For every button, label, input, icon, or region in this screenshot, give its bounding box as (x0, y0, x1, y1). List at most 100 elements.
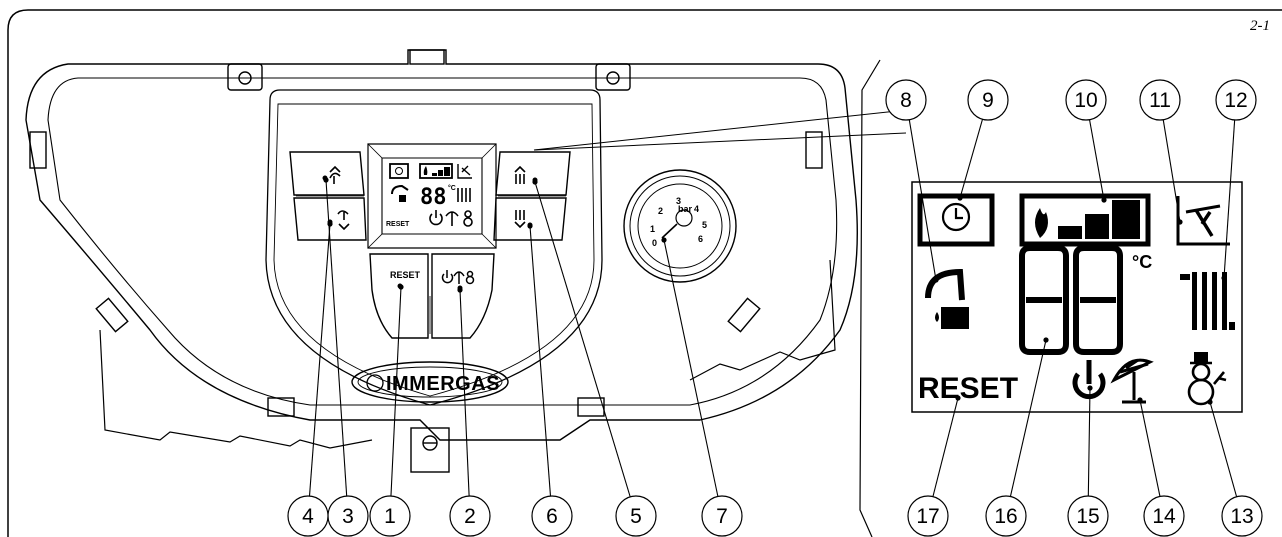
callout-leader-11 (1162, 119, 1181, 223)
flame-power-icon (1019, 193, 1151, 247)
gauge-tick-4: 4 (694, 204, 699, 214)
callout-number-11: 11 (1149, 89, 1171, 112)
digit-1 (1073, 245, 1123, 355)
callout-number-1: 1 (384, 505, 396, 528)
side-clip-left (29, 131, 47, 169)
power-bar-2 (1085, 214, 1109, 239)
callout-circle-4 (287, 495, 329, 537)
mini-flame-bars-icon (419, 163, 453, 179)
callout-leader-9 (959, 119, 984, 199)
reset-button-outline (369, 253, 429, 339)
callout-number-17: 17 (916, 505, 939, 528)
power-bar-3 (1112, 200, 1140, 239)
mini-reset-label: RESET (386, 221, 410, 228)
faceplate-inner (273, 103, 595, 397)
faceplate (265, 89, 603, 406)
gauge-tick-0: 0 (652, 238, 657, 248)
callout-dot-17 (955, 395, 961, 401)
heating-down-icon (514, 210, 526, 229)
top-clip-left (227, 63, 263, 91)
casing-ragged-edge-right (689, 259, 836, 381)
top-tab (409, 49, 445, 65)
mode-button-outline (431, 253, 495, 339)
callout-circle-8 (885, 79, 927, 121)
dhw-tap-icon (925, 268, 969, 329)
brand-badge (351, 361, 509, 403)
mini-temp-digits: 88 (420, 185, 447, 210)
callout-dot-14 (1137, 397, 1143, 403)
callout-number-15: 15 (1076, 505, 1099, 528)
dhw-down-button-outline (293, 197, 367, 241)
callout-number-10: 10 (1074, 89, 1097, 112)
bottom-clip-right (577, 397, 605, 417)
callout-leader-14 (1139, 399, 1161, 497)
callout-leader-4 (308, 223, 331, 497)
flame-icon (1035, 208, 1048, 238)
callout-dot-3 (323, 177, 329, 183)
reset-button-label: RESET (390, 270, 421, 280)
temperature-unit: °C (1132, 252, 1152, 272)
dhw-up-icon (329, 165, 341, 184)
panel-inner-rim (47, 77, 838, 406)
top-clip-left-hole (238, 71, 252, 85)
heating-down-button-outline (493, 197, 567, 241)
gauge-unit-label: bar (678, 204, 693, 214)
callout-leader-15 (1087, 387, 1091, 497)
outer-frame (7, 9, 1282, 537)
brand-name: IMMERGAS (386, 373, 500, 395)
display-detail: °C RESET (533, 59, 1243, 537)
callout-dot-10 (1101, 197, 1107, 203)
mini-temp-unit: °C (448, 184, 456, 192)
callout-dot-4 (327, 221, 333, 227)
mode-button-icons (441, 270, 475, 285)
bottom-clip-left (267, 397, 295, 417)
brand-logo-circle (366, 374, 384, 392)
callout-circle-17 (907, 495, 949, 537)
callout-dot-7 (661, 237, 667, 243)
callout-leader-1 (390, 286, 402, 497)
figure-number: 2-1 (1250, 18, 1270, 34)
mini-outdoor-probe-icon (457, 164, 472, 179)
zoom-line-top (533, 109, 907, 151)
casing-ragged-edge (99, 329, 373, 449)
callout-leader-7 (663, 239, 719, 497)
pressure-gauge-face (637, 183, 723, 269)
callout-circle-13 (1221, 495, 1263, 537)
callout-circle-5 (615, 495, 657, 537)
winter-snowman-icon (1187, 352, 1227, 406)
callout-circle-10 (1065, 79, 1107, 121)
callout-dot-8 (933, 277, 939, 283)
callout-leader-16 (1009, 339, 1047, 497)
callout-circle-1 (369, 495, 411, 537)
mini-tap-icon (391, 184, 409, 195)
callout-leader-5 (534, 181, 631, 498)
panel-casing (25, 49, 858, 441)
gauge-tick-5: 5 (702, 220, 707, 230)
callout-leader-10 (1089, 119, 1105, 201)
gauge-tick-1: 1 (650, 224, 655, 234)
pressure-gauge-bezel (623, 169, 737, 283)
temperature-digits (1019, 245, 1123, 355)
side-clip-right (805, 131, 823, 169)
callout-dot-11 (1177, 219, 1183, 225)
callout-dot-12 (1221, 275, 1227, 281)
callout-dot-2 (457, 287, 463, 293)
callout-circle-2 (449, 495, 491, 537)
dhw-up-button-outline (289, 151, 365, 196)
side-clip-left-lower (95, 297, 129, 333)
callout-leader-17 (932, 397, 959, 497)
callout-number-12: 12 (1224, 89, 1247, 112)
mini-mode-icons (429, 210, 473, 227)
pressure-gauge-hub (675, 209, 693, 227)
callout-number-2: 2 (464, 505, 476, 528)
outdoor-probe-icon (1176, 196, 1230, 246)
lcd-frame (911, 181, 1243, 413)
callout-number-7: 7 (716, 505, 728, 528)
mini-radiator-icon (457, 188, 471, 202)
callout-circle-7 (701, 495, 743, 537)
bottom-screw-block (410, 427, 450, 473)
callout-number-6: 6 (546, 505, 558, 528)
